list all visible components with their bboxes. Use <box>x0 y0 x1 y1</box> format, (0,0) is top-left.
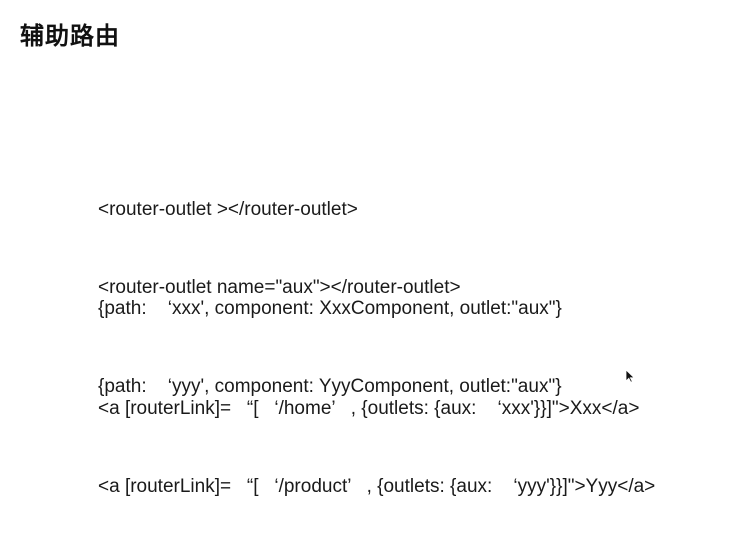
route-config-code-block: {path: ‘xxx', component: XxxComponent, o… <box>98 244 562 452</box>
router-outlet-code-block: <router-outlet ></router-outlet> <router… <box>98 145 461 353</box>
mouse-cursor-icon <box>625 369 635 383</box>
code-line: <router-outlet name="aux"></router-outle… <box>98 277 461 298</box>
slide-title: 辅助路由 <box>20 22 120 50</box>
code-line: <a [routerLink]= “[ ‘/home’ , {outlets: … <box>98 398 640 419</box>
router-link-code-block: <a [routerLink]= “[ ‘/home’ , {outlets: … <box>98 344 655 552</box>
slide: 辅助路由 <router-outlet ></router-outlet> <r… <box>20 22 655 497</box>
code-line: <router-outlet ></router-outlet> <box>98 199 358 220</box>
code-line: <a [routerLink]= “[ ‘/product’ , {outlet… <box>98 476 656 497</box>
code-line: {path: ‘yyy', component: YyyComponent, o… <box>98 376 562 397</box>
code-line: {path: ‘xxx', component: XxxComponent, o… <box>98 298 562 319</box>
